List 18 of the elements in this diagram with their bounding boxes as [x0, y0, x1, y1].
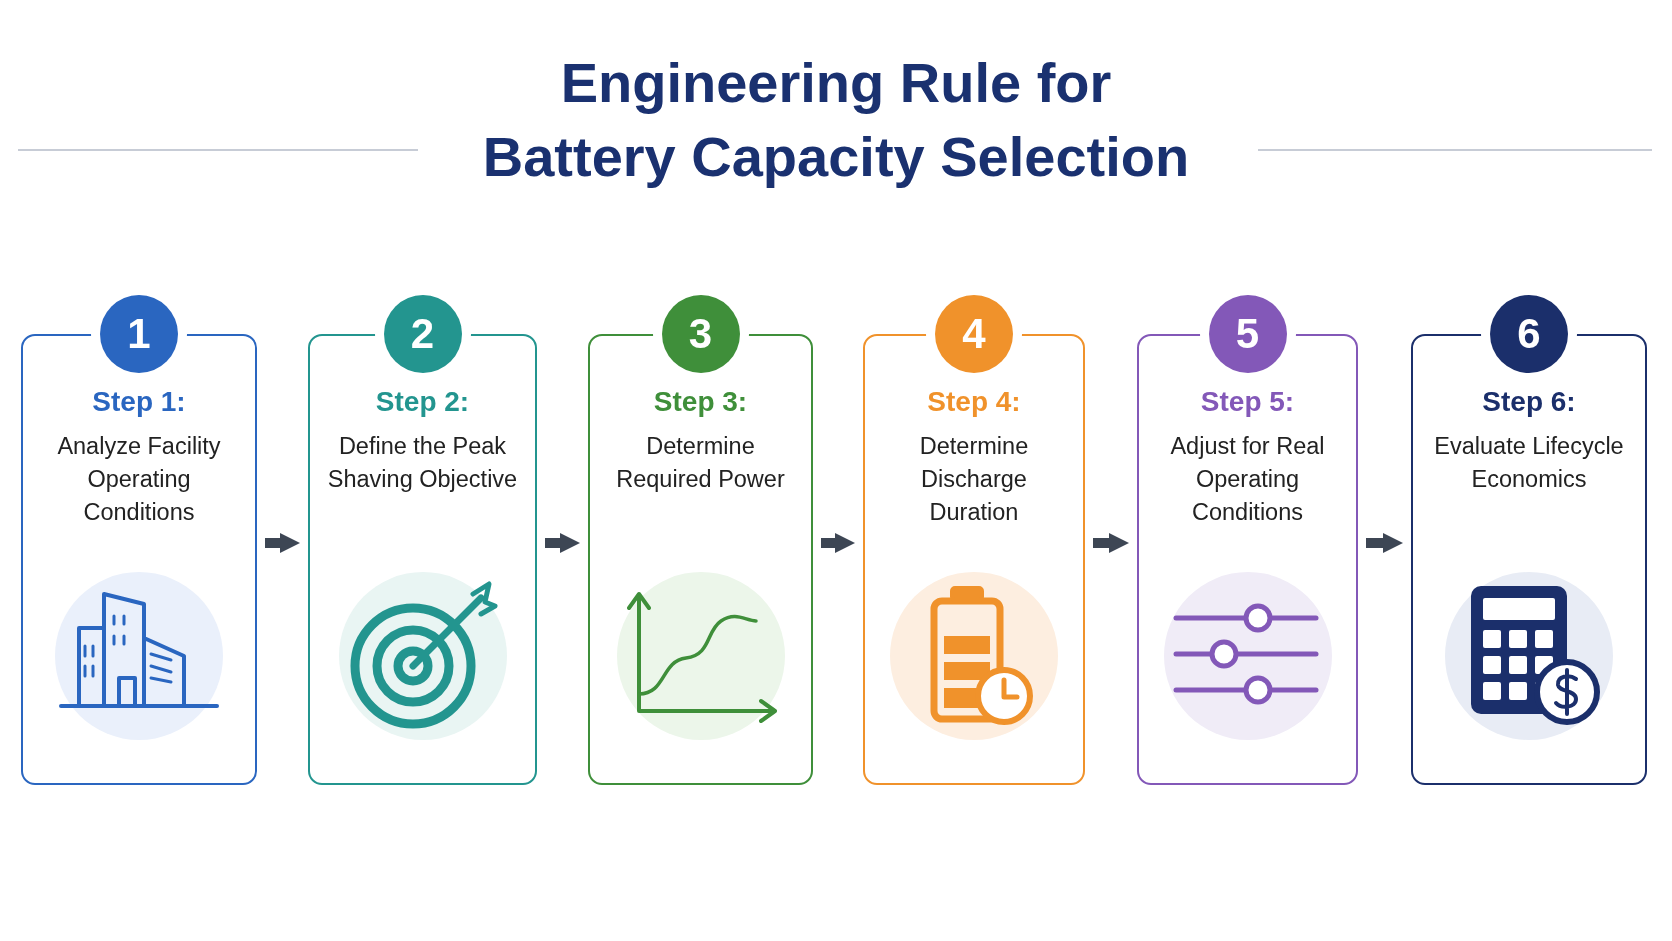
step-description: Evaluate Lifecycle Economics: [1433, 432, 1625, 494]
step-title: Step 1:: [91, 386, 187, 418]
step-description: Determine Discharge Duration: [918, 432, 1030, 527]
arrow: [821, 533, 855, 553]
arrow: [1366, 533, 1403, 553]
title: Engineering Rule for Battery Capacity Selection: [481, 50, 1191, 190]
arrow: [265, 533, 300, 553]
step-description: Analyze Facility Operating Conditions: [56, 432, 222, 527]
step-title: Step 4:: [926, 386, 1022, 418]
step-title: Step 5:: [1199, 386, 1296, 418]
arrow: [545, 533, 580, 553]
step-description: Define the Peak Shaving Objective: [326, 432, 519, 494]
arrow: [1093, 533, 1129, 553]
step-description: Adjust for Real Operating Conditions: [1169, 432, 1326, 527]
step-title: Step 2:: [374, 386, 471, 418]
step-title: Step 3:: [652, 386, 749, 418]
step-description: Determine Required Power: [615, 432, 786, 494]
step-title: Step 6:: [1481, 386, 1577, 418]
